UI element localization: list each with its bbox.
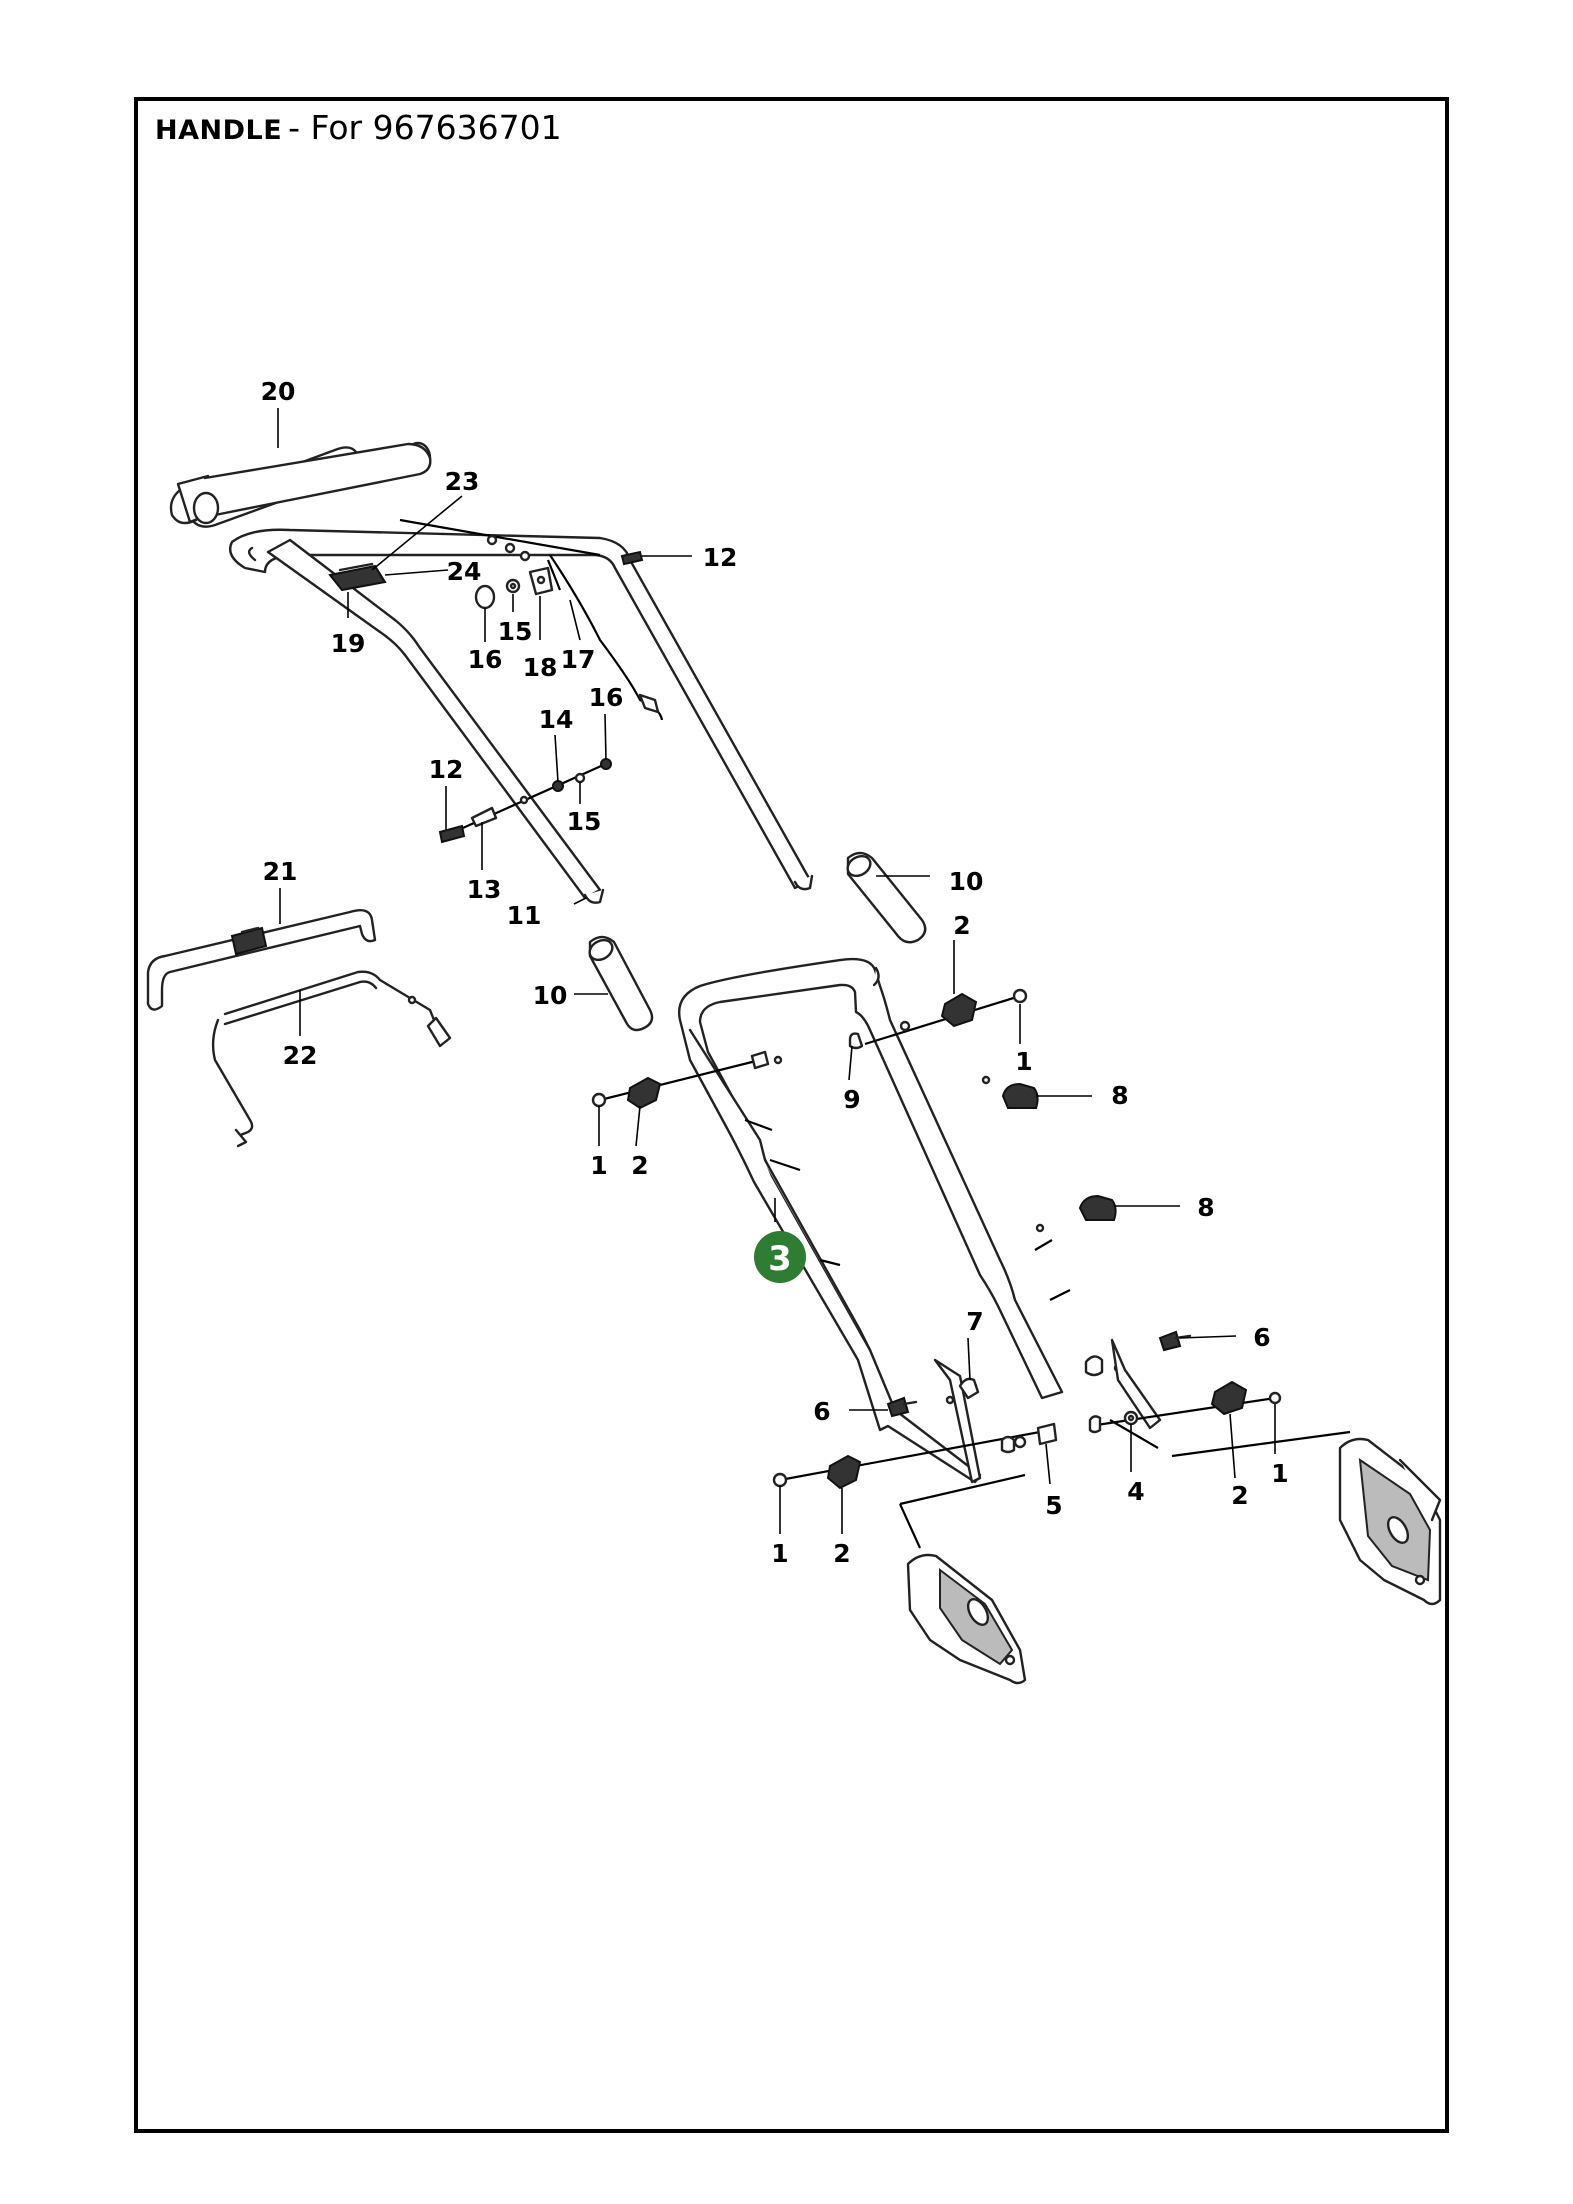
lower-right-hardware	[1088, 1380, 1351, 1458]
diagram-frame	[134, 97, 1449, 2133]
callout-16-upper: 16	[468, 645, 503, 674]
part-22-bail-rod	[211, 970, 452, 1148]
callout-14: 14	[539, 705, 574, 734]
callout-7: 7	[966, 1307, 983, 1336]
callout-10-left: 10	[533, 981, 568, 1010]
part-10-sleeve-left	[588, 935, 654, 1032]
part-12-screw-upper	[620, 550, 644, 566]
callout-2-top-right: 2	[953, 911, 970, 940]
callout-24: 24	[447, 557, 482, 586]
bracket-left	[906, 1553, 1027, 1685]
callout-13: 13	[467, 875, 502, 904]
upper-handle-frame	[228, 518, 814, 904]
part-8-clip-lower	[1078, 1194, 1117, 1221]
callout-20: 20	[261, 377, 296, 406]
callout-8-upper: 8	[1111, 1081, 1128, 1110]
callout-6-right: 6	[1253, 1323, 1270, 1352]
callout-11: 11	[507, 901, 542, 930]
callout-12-upper: 12	[703, 543, 738, 572]
hardware-nut-mid	[1084, 1355, 1104, 1377]
badge-number: 3	[768, 1239, 792, 1279]
callout-19: 19	[331, 629, 366, 658]
hardware-left-knob	[591, 1050, 770, 1110]
part-6-bolt-right	[1158, 1330, 1192, 1352]
hardware-right-knob-top	[848, 988, 1028, 1050]
callout-9: 9	[843, 1085, 860, 1114]
cable-hardware-middle	[438, 758, 612, 844]
callout-23: 23	[445, 467, 480, 496]
part-8-clip-upper	[1001, 1082, 1039, 1109]
title-main: HANDLE	[155, 115, 283, 146]
callout-18: 18	[523, 653, 558, 682]
callout-6-left: 6	[813, 1397, 830, 1426]
cable-hardware-upper	[474, 554, 664, 721]
part-10-sleeve-right	[846, 851, 927, 944]
callout-22: 22	[283, 1041, 318, 1070]
callout-2-lower-right: 2	[1231, 1481, 1248, 1510]
callout-1-lower-left: 1	[771, 1539, 788, 1568]
callout-1-left: 1	[590, 1151, 607, 1180]
callout-4: 4	[1127, 1477, 1144, 1506]
lower-left-hardware	[772, 1422, 1058, 1549]
callout-1-top-right: 1	[1015, 1047, 1032, 1076]
part-3-lower-handle	[678, 957, 1162, 1484]
title-subtitle: - For 967636701	[288, 108, 562, 147]
part-3-highlight-badge: 3	[754, 1231, 806, 1283]
callout-2-lower-left: 2	[833, 1539, 850, 1568]
part-20-grip	[169, 441, 432, 528]
callout-labels: 20 23 24 19 16 15 18 17 12 16 14 12 15 1…	[261, 377, 1289, 1568]
leader-lines	[277, 408, 1276, 1534]
part-6-bolt-left	[886, 1396, 918, 1418]
callout-2-left: 2	[631, 1151, 648, 1180]
callout-5: 5	[1045, 1491, 1062, 1520]
callout-16-lower: 16	[589, 683, 624, 712]
callout-10-right: 10	[949, 867, 984, 896]
page-title: HANDLE- For 967636701	[155, 108, 562, 147]
callout-17: 17	[561, 645, 596, 674]
callout-8-lower: 8	[1197, 1193, 1214, 1222]
bracket-right	[1338, 1437, 1442, 1606]
callout-15-upper: 15	[498, 617, 533, 646]
callout-21: 21	[263, 857, 298, 886]
part-21-bail-bar	[146, 909, 377, 1011]
callout-12-lower: 12	[429, 755, 464, 784]
callout-1-lower-right: 1	[1271, 1459, 1288, 1488]
part-24-clip	[328, 562, 387, 592]
callout-15-lower: 15	[567, 807, 602, 836]
